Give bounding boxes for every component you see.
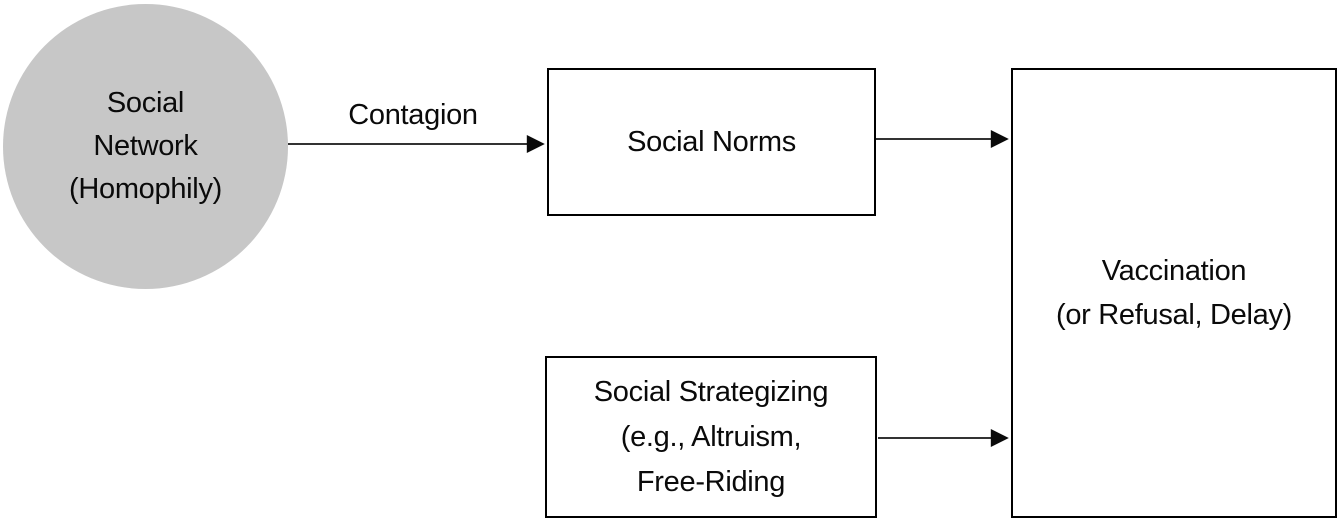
node-vaccination-label: Vaccination (or Refusal, Delay)	[1056, 249, 1292, 337]
node-social-norms-label: Social Norms	[627, 120, 796, 164]
node-text-line: Social Norms	[627, 126, 796, 158]
node-text-line: Social	[106, 87, 185, 119]
node-social-network: Social Network (Homophily)	[3, 4, 288, 289]
edge-contagion-label: Contagion	[348, 99, 478, 131]
node-social-strategizing-label: Social Strategizing (e.g., Altruism, Fre…	[594, 370, 829, 505]
node-text-line: (or Refusal, Delay)	[1055, 299, 1293, 331]
node-text-line: Free-Riding	[636, 465, 786, 498]
node-social-norms: Social Norms	[547, 68, 876, 216]
node-text-line: Network	[93, 130, 198, 162]
node-vaccination: Vaccination (or Refusal, Delay)	[1011, 68, 1337, 518]
node-social-strategizing: Social Strategizing (e.g., Altruism, Fre…	[545, 356, 877, 518]
node-text-line: Social Strategizing	[593, 375, 829, 408]
node-text-line: (Homophily)	[68, 173, 222, 205]
node-social-network-label: Social Network (Homophily)	[69, 82, 222, 211]
node-text-line: (e.g., Altruism,	[620, 420, 802, 453]
node-text-line: Vaccination	[1101, 255, 1247, 287]
